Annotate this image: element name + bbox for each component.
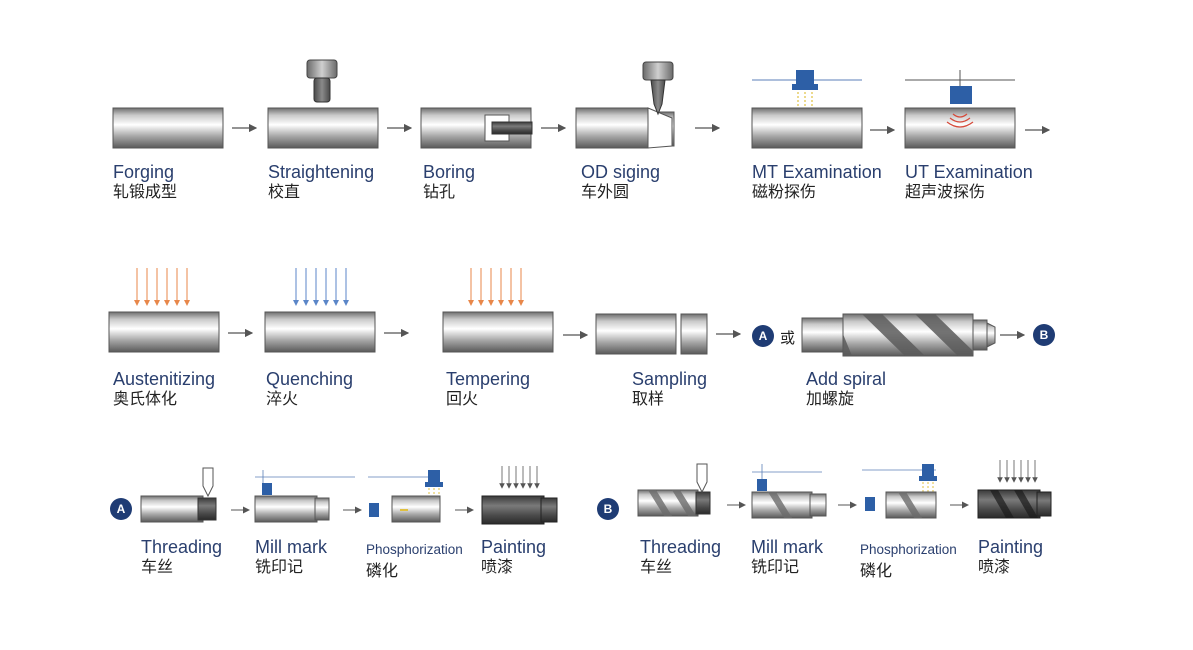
austenitizing-label-zh: 奥氏体化 [113,391,178,408]
painting-b-illustration [977,460,1052,519]
austenitizing-illustration [108,268,220,353]
od-sizing-label: OD siging [581,162,661,182]
mt-exam-label: MT Examination [752,162,882,182]
forging-label: Forging [113,162,175,182]
ut-exam-illustration [904,70,1016,149]
phosphorization-a-label: Phosphorization [366,542,463,557]
tempering-label-zh: 回火 [446,391,479,408]
threading-b-illustration [637,463,711,517]
ut-exam-label: UT Examination [905,162,1033,182]
tempering-illustration [442,268,554,353]
add-spiral-label-zh: 加螺旋 [806,391,855,408]
painting-a-illustration [481,466,558,525]
mt-exam-illustration [751,70,863,149]
mill-mark-b-illustration [751,464,827,519]
austenitizing-label: Austenitizing [113,369,216,389]
mill-mark-a-label: Mill mark [255,537,327,557]
boring-label: Boring [423,162,476,182]
mill-mark-b-label: Mill mark [751,537,823,557]
threading-a-label: Threading [141,537,223,557]
sampling-illustration [595,313,708,355]
branch-b-marker: B [1033,324,1055,346]
od-sizing-illustration [575,61,675,149]
phosphorization-b-illustration [862,464,937,519]
painting-a-label: Painting [481,537,547,557]
mill-mark-a-label-zh: 铣印记 [255,559,304,576]
mill-mark-a-illustration [254,470,355,523]
row-a-marker: A [110,498,132,520]
threading-b-label: Threading [640,537,722,557]
sampling-label-zh: 取样 [632,391,665,408]
add-spiral-label: Add spiral [806,369,887,389]
sampling-label: Sampling [632,369,708,389]
add-spiral-illustration [801,313,996,357]
quenching-illustration [264,268,376,353]
boring-label-zh: 钻孔 [423,184,456,201]
threading-b-label-zh: 车丝 [640,559,673,576]
painting-b-label: Painting [978,537,1044,557]
threading-a-illustration [140,467,217,523]
or-label: 或 [780,330,796,347]
threading-a-label-zh: 车丝 [141,559,174,576]
tempering-label: Tempering [446,369,531,389]
painting-a-label-zh: 喷漆 [481,559,514,576]
straightening-label-zh: 校直 [268,184,301,201]
phosphorization-a-label-zh: 磷化 [366,563,399,580]
boring-illustration [420,107,533,149]
ut-exam-label-zh: 超声波探伤 [905,184,986,201]
branch-a-marker: A [752,325,774,347]
phosphorization-a-illustration [368,470,443,523]
straightening-label: Straightening [268,162,375,182]
quenching-label-zh: 淬火 [266,391,299,408]
mill-mark-b-label-zh: 铣印记 [751,559,800,576]
straightening-illustration [267,59,379,149]
phosphorization-b-label: Phosphorization [860,542,957,557]
painting-b-label-zh: 喷漆 [978,559,1011,576]
od-sizing-label-zh: 车外圆 [581,184,630,201]
row-b-marker: B [597,498,619,520]
forging-pipe [112,107,224,149]
phosphorization-b-label-zh: 磷化 [860,563,893,580]
forging-label-zh: 轧锻成型 [113,184,178,201]
quenching-label: Quenching [266,369,354,389]
mt-exam-label-zh: 磁粉探伤 [752,184,817,201]
